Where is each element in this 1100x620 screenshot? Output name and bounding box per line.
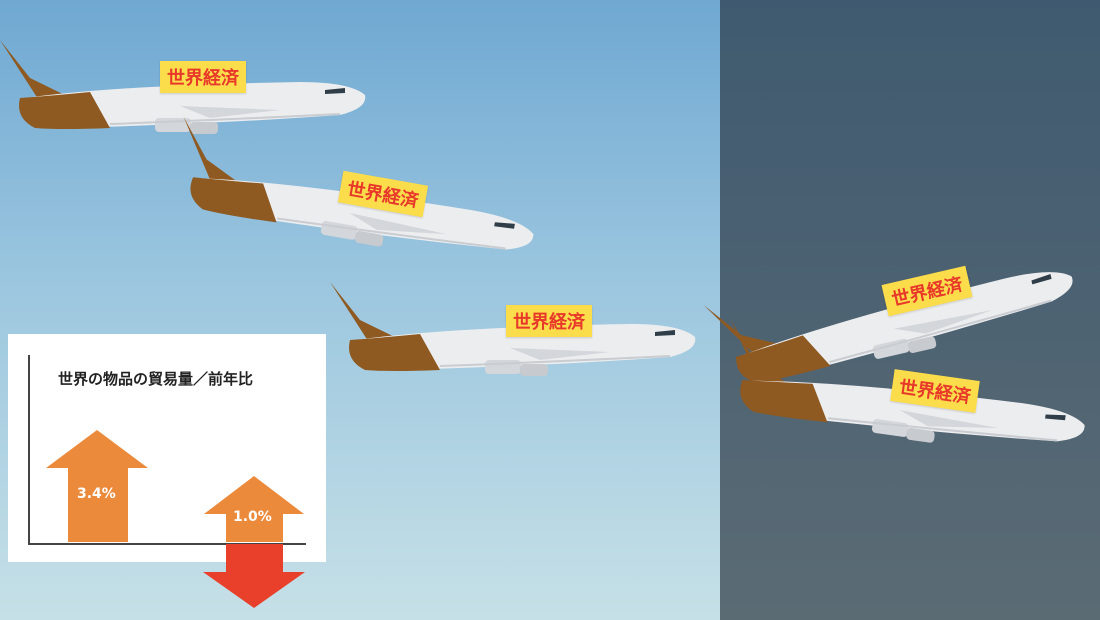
chart-x-axis bbox=[28, 543, 306, 545]
bar-label-1-0: 1.0% bbox=[233, 509, 272, 525]
arrow-down-red bbox=[203, 544, 305, 608]
chart-title: 世界の物品の貿易量／前年比 bbox=[58, 370, 254, 388]
arrow-up-1-0 bbox=[204, 476, 304, 542]
plane-label-1: 世界経済 bbox=[160, 61, 246, 93]
bar-label-3-4: 3.4% bbox=[77, 486, 116, 502]
plane-label-3: 世界経済 bbox=[506, 305, 592, 337]
arrow-up-3-4 bbox=[46, 430, 148, 542]
chart-y-axis bbox=[28, 355, 30, 545]
